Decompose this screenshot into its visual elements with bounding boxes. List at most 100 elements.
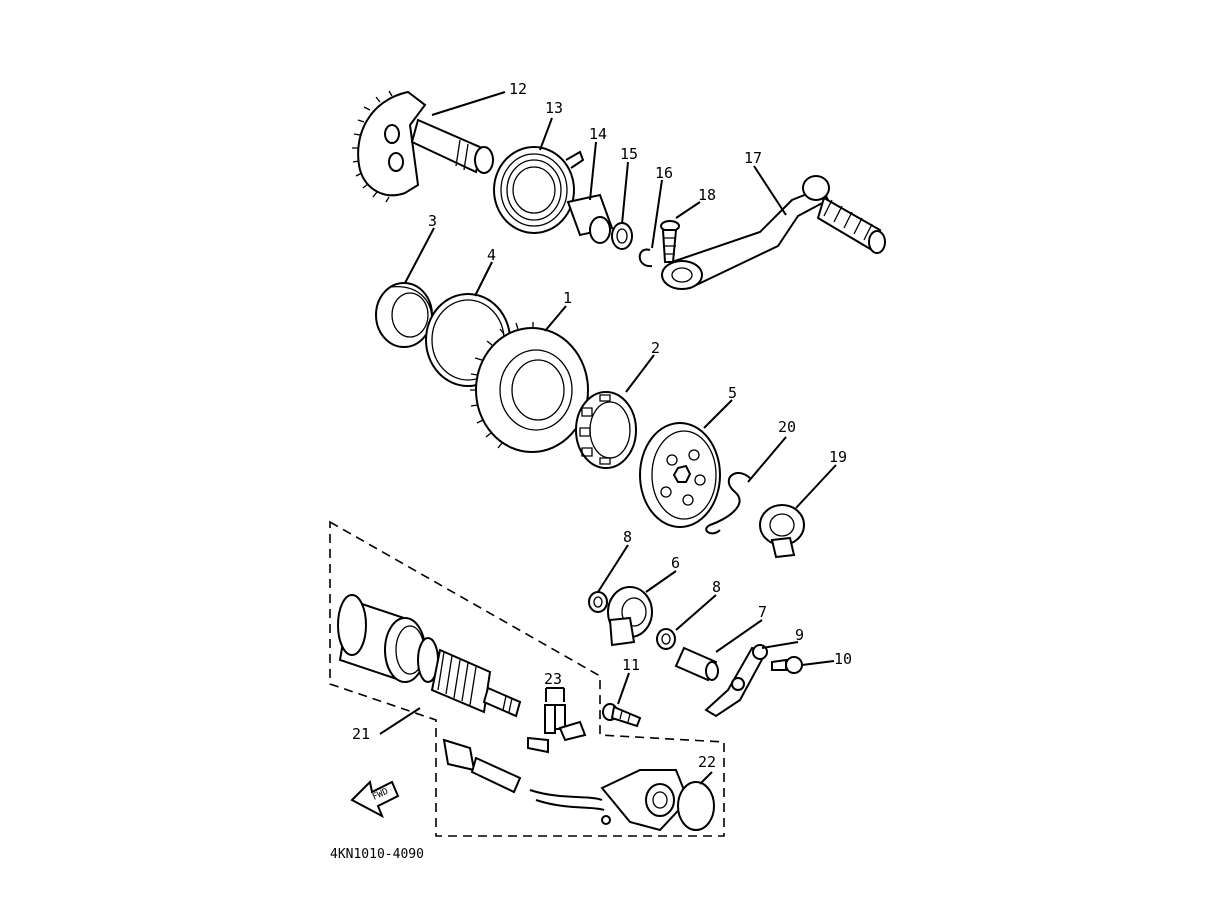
watermark-text: motod.ru: [900, 0, 987, 5]
watermark-text: motod.ru: [36, 0, 123, 5]
watermark-text: motod.ru: [756, 0, 843, 5]
watermark-text: motod.ru: [132, 0, 219, 5]
watermark-text: motod.ru: [468, 0, 555, 5]
watermark-text: motod.ru: [1092, 0, 1179, 5]
watermark-text: motod.ru: [180, 0, 267, 5]
watermark-text: motod.ru: [756, 0, 843, 5]
watermark-text: motod.ru: [708, 0, 795, 5]
washer-8a: [588, 591, 608, 613]
watermark-text: motod.ru: [324, 0, 411, 5]
watermark-text: motod.ru: [372, 0, 459, 5]
watermark-text: motod.ru: [1044, 0, 1131, 5]
watermark-text: motod.ru: [36, 0, 123, 5]
watermark-text: motod.ru: [1140, 0, 1217, 5]
watermark-text: motod.ru: [1044, 0, 1131, 5]
watermark-text: motod.ru: [132, 0, 219, 5]
watermark-text: motod.ru: [564, 0, 651, 5]
watermark-text: motod.ru: [228, 0, 315, 5]
spring-guide-part: [566, 193, 614, 244]
watermark-text: motod.ru: [372, 0, 459, 5]
callout-22: 22: [698, 753, 716, 771]
watermark-text: motod.ru: [420, 0, 507, 5]
watermark-text: motod.ru: [372, 0, 459, 5]
callout-9: 9: [795, 626, 804, 644]
watermark-text: motod.ru: [180, 0, 267, 5]
watermark-text: motod.ru: [324, 0, 411, 5]
assembly-boundary: [329, 520, 725, 837]
watermark-text: motod.ru: [1044, 0, 1131, 5]
watermark-text: motod.ru: [0, 0, 75, 5]
watermark-text: motod.ru: [276, 0, 363, 5]
watermark-text: motod.ru: [36, 0, 123, 5]
callouts: 12 13 14 15 16 18 17 3 4 1 2 5 20 19 8 6…: [352, 80, 852, 771]
watermark-text: motod.ru: [612, 0, 699, 5]
watermark-text: motod.ru: [324, 0, 411, 5]
watermark-text: motod.ru: [1092, 0, 1179, 5]
watermark-text: motod.ru: [420, 0, 507, 5]
watermark-text: motod.ru: [852, 0, 939, 5]
watermark-text: motod.ru: [180, 0, 267, 5]
callout-15: 15: [620, 145, 638, 163]
watermark-text: motod.ru: [948, 0, 1035, 5]
watermark-text: motod.ru: [276, 0, 363, 5]
watermark-text: motod.ru: [708, 0, 795, 5]
watermark-text: motod.ru: [852, 0, 939, 5]
watermark-text: motod.ru: [996, 0, 1083, 5]
watermark-text: motod.ru: [420, 0, 507, 5]
spring-clip-20: [705, 472, 751, 535]
watermark-text: motod.ru: [900, 0, 987, 5]
watermark-text: motod.ru: [324, 0, 411, 5]
watermark-text: motod.ru: [468, 0, 555, 5]
watermark-text: motod.ru: [468, 0, 555, 5]
watermark-text: motod.ru: [1188, 0, 1217, 5]
callout-4: 4: [487, 246, 496, 264]
watermark-text: motod.ru: [996, 0, 1083, 5]
watermark-text: motod.ru: [900, 0, 987, 5]
callout-1: 1: [563, 289, 572, 307]
watermark-text: motod.ru: [516, 0, 603, 5]
watermark-text: motod.ru: [36, 0, 123, 5]
watermark-text: motod.ru: [84, 0, 171, 5]
watermark-text: motod.ru: [516, 0, 603, 5]
watermark-text: motod.ru: [1140, 0, 1217, 5]
watermark-text: motod.ru: [756, 0, 843, 5]
watermark-text: motod.ru: [996, 0, 1083, 5]
watermark-text: motod.ru: [420, 0, 507, 5]
watermark-text: motod.ru: [420, 0, 507, 5]
watermark-text: motod.ru: [660, 0, 747, 5]
watermark-text: motod.ru: [756, 0, 843, 5]
watermark-text: motod.ru: [132, 0, 219, 5]
watermark-text: motod.ru: [804, 0, 891, 5]
watermark-text: motod.ru: [84, 0, 171, 5]
watermark-text: motod.ru: [132, 0, 219, 5]
watermark-text: motod.ru: [36, 0, 123, 5]
watermark-text: motod.ru: [852, 0, 939, 5]
watermark-text: motod.ru: [708, 0, 795, 5]
watermark-text: motod.ru: [852, 0, 939, 5]
watermark-text: motod.ru: [804, 0, 891, 5]
watermark-text: motod.ru: [804, 0, 891, 5]
watermark-text: motod.ru: [516, 0, 603, 5]
watermark-text: motod.ru: [0, 0, 27, 5]
watermark-text: motod.ru: [0, 0, 27, 5]
watermark-text: motod.ru: [228, 0, 315, 5]
watermark-text: motod.ru: [900, 0, 987, 5]
watermark-text: motod.ru: [132, 0, 219, 5]
plate-9: [704, 644, 768, 718]
watermark-text: motod.ru: [1092, 0, 1179, 5]
watermark-text: motod.ru: [900, 0, 987, 5]
circlip-16: [638, 248, 653, 268]
kick-axle-part: [352, 90, 494, 203]
watermark-text: motod.ru: [420, 0, 507, 5]
watermark-text: motod.ru: [1044, 0, 1131, 5]
watermark-text: motod.ru: [996, 0, 1083, 5]
watermark-text: motod.ru: [948, 0, 1035, 5]
watermark-text: motod.ru: [1188, 0, 1217, 5]
watermark-text: motod.ru: [996, 0, 1083, 5]
watermark-text: motod.ru: [564, 0, 651, 5]
watermark-text: motod.ru: [1188, 0, 1217, 5]
watermark-text: motod.ru: [372, 0, 459, 5]
watermark-text: motod.ru: [900, 0, 987, 5]
watermark-text: motod.ru: [36, 0, 123, 5]
watermark-text: motod.ru: [948, 0, 1035, 5]
